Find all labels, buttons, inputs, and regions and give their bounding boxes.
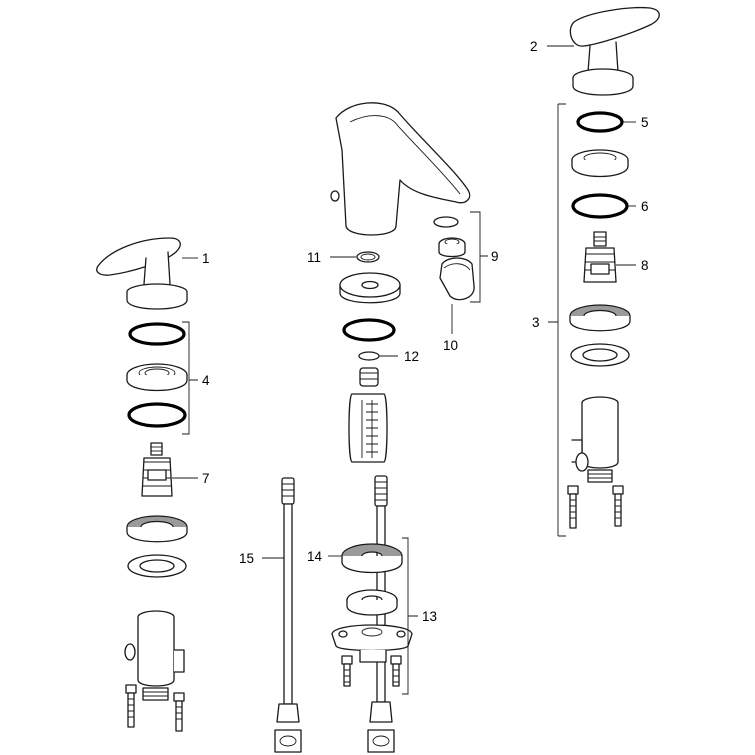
callout-8: 8 (641, 258, 649, 273)
left-screws (125, 684, 185, 732)
spout (330, 102, 471, 236)
left-seal-set (126, 322, 188, 428)
leader-lines (172, 45, 636, 695)
right-oring-6 (571, 193, 629, 219)
left-valve-body (124, 610, 185, 701)
callout-14: 14 (307, 549, 323, 564)
center-washer-2 (346, 589, 398, 616)
center-connector-body (348, 367, 388, 463)
callout-2: 2 (530, 39, 538, 54)
callout-9: 9 (491, 249, 499, 264)
callout-12: 12 (404, 349, 419, 364)
left-washer-grey (126, 515, 188, 543)
callout-4: 4 (202, 373, 210, 388)
right-handle (569, 6, 660, 96)
right-washer-white (570, 343, 630, 367)
right-oring-5 (576, 111, 624, 133)
callout-1: 1 (202, 251, 210, 266)
center-gasket (339, 272, 401, 304)
center-washer-14 (341, 543, 403, 574)
right-ring-assembly (571, 149, 629, 178)
callout-15: 15 (239, 551, 254, 566)
callout-7: 7 (202, 471, 210, 486)
callout-6: 6 (641, 199, 649, 214)
left-handle (96, 237, 188, 310)
right-screws (567, 485, 624, 529)
callout-13: 13 (422, 609, 437, 624)
center-oring-small (358, 351, 380, 361)
left-cartridge (141, 442, 173, 497)
center-screws (341, 655, 402, 687)
aerator-assembly (433, 216, 475, 301)
callout-labels: 1 2 3 4 5 6 7 8 9 10 11 12 13 14 15 (202, 39, 649, 624)
callout-10: 10 (443, 338, 458, 353)
left-washer-white (127, 554, 187, 578)
center-small-ring (356, 251, 380, 263)
right-valve-body (571, 396, 619, 483)
center-oring-large (342, 318, 396, 342)
center-mounting-flange (331, 624, 413, 663)
callout-5: 5 (641, 115, 649, 130)
right-cartridge (583, 231, 617, 283)
callout-11: 11 (307, 250, 321, 265)
supply-hose (274, 477, 302, 753)
right-washer-grey (569, 304, 631, 332)
callout-3: 3 (532, 315, 540, 330)
